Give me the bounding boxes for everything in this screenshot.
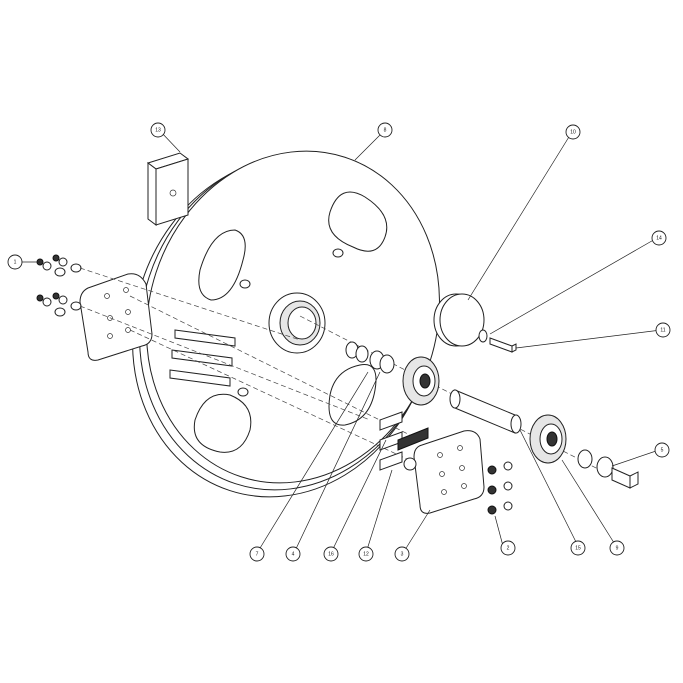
shaft-part-15 [449, 389, 522, 434]
callout-12: 12 [358, 546, 374, 562]
callout-16-label: 16 [328, 551, 334, 557]
washer-bolt-14-11 [478, 329, 517, 353]
callout-2: 2 [500, 540, 516, 556]
retainer-parts [577, 449, 639, 489]
callout-11-label: 11 [660, 327, 665, 333]
callout-3-label: 3 [401, 551, 404, 557]
block-part-13 [146, 152, 190, 226]
callout-4: 4 [285, 546, 301, 562]
callout-4-label: 4 [292, 551, 295, 557]
callout-7-label: 7 [256, 551, 259, 557]
callout-3: 3 [394, 546, 410, 562]
cap-part-10 [433, 293, 485, 347]
callout-5-label: 5 [661, 447, 664, 453]
left-plate [79, 273, 153, 361]
callout-15: 15 [570, 540, 586, 556]
wheel-rect-slot-3 [169, 369, 231, 387]
bolt-group-upper [36, 254, 82, 277]
callout-9: 9 [609, 540, 625, 556]
bearing-left [345, 341, 440, 406]
callout-15-label: 15 [575, 545, 581, 551]
callout-14: 14 [651, 230, 667, 246]
spacer-group [379, 411, 429, 471]
callout-14-label: 14 [656, 235, 662, 241]
wheel-slot-bottom-left [193, 393, 252, 453]
callout-11: 11 [655, 322, 671, 338]
leader-lines [22, 129, 662, 554]
callout-2-label: 2 [507, 545, 510, 551]
callout-16: 16 [323, 546, 339, 562]
callout-1: 1 [7, 254, 23, 270]
callout-12-label: 12 [363, 551, 369, 557]
callout-9-label: 9 [616, 545, 619, 551]
callout-8: 8 [377, 122, 393, 138]
callout-8-label: 8 [384, 127, 387, 133]
bolt-group-lower [36, 292, 82, 317]
callout-1-label: 1 [14, 259, 17, 265]
callout-10: 10 [565, 124, 581, 140]
right-plate [413, 430, 485, 514]
right-plate-assembly [413, 430, 513, 515]
callout-5: 5 [654, 442, 670, 458]
wheel-slot-top-left [198, 229, 246, 301]
callout-13-label: 13 [155, 127, 161, 133]
wheel-slot-top-right [328, 191, 388, 252]
wheel-part-8 [132, 150, 440, 498]
callout-7: 7 [249, 546, 265, 562]
wheel-slot-bottom-right [328, 364, 377, 426]
callout-13: 13 [150, 122, 166, 138]
bearing-9-right [529, 414, 567, 464]
callout-10-label: 10 [570, 129, 576, 135]
wheel-rect-slot-1 [174, 329, 236, 347]
